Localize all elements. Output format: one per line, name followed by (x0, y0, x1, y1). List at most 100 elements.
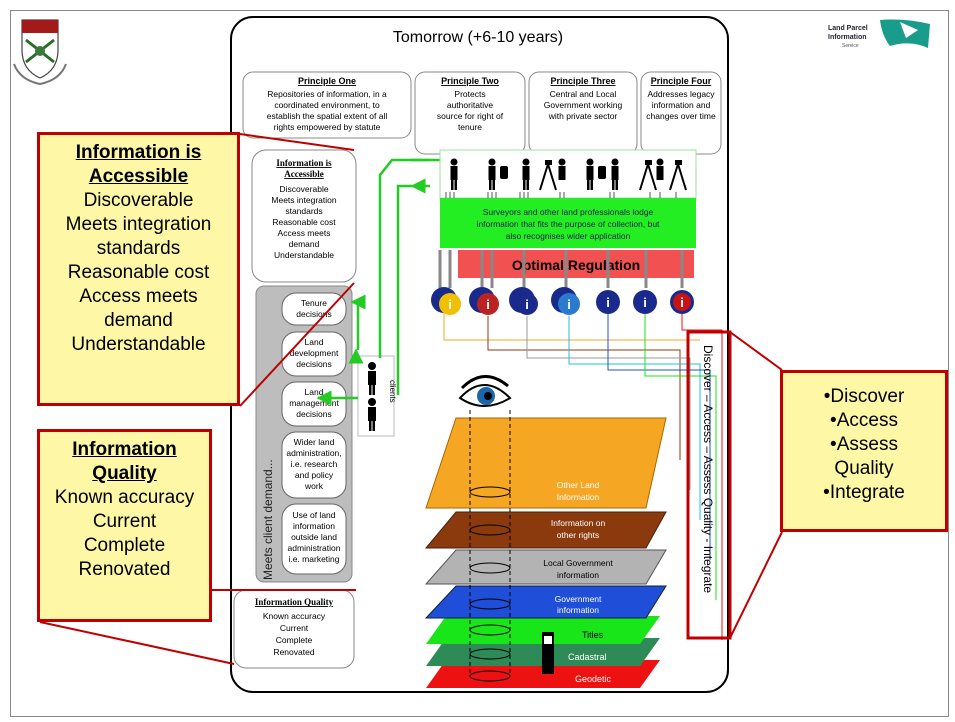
callout-process-line: •Access (830, 410, 898, 431)
svg-text:decisions: decisions (296, 309, 331, 319)
principle-two-title: Principle Two (441, 76, 499, 86)
svg-text:Information Quality: Information Quality (255, 597, 334, 607)
svg-text:Local Government: Local Government (543, 558, 613, 568)
principle-one-title: Principle One (298, 76, 356, 86)
principle-two-line: source for right of (437, 111, 504, 121)
green-arrows (316, 158, 440, 406)
principles-row: Principle One Repositories of informatio… (242, 71, 722, 155)
svg-text:Current: Current (280, 623, 309, 633)
principle-three-line: Government working (544, 100, 623, 110)
svg-text:demand: demand (289, 239, 320, 249)
callout-accessible-line: demand (104, 310, 173, 331)
small-quality-box: Information Quality Known accuracy Curre… (233, 589, 355, 669)
lpis-logo-line-1: Land Parcel (828, 25, 868, 32)
svg-text:standards: standards (285, 206, 322, 216)
principle-two-line: authoritative (447, 100, 494, 110)
svg-text:Discoverable: Discoverable (279, 184, 328, 194)
clients-box: clients (357, 355, 397, 437)
principle-one-line: rights empowered by statute (274, 122, 381, 132)
svg-text:Accessible: Accessible (284, 169, 324, 179)
callout-process-line: •Discover (823, 386, 905, 407)
callout-accessible-title: Accessible (88, 166, 189, 187)
svg-text:Tenure: Tenure (301, 298, 327, 308)
principle-two-line: tenure (458, 122, 482, 132)
principle-one-line: establish the spatial extent of all (267, 111, 388, 121)
principle-four-title: Principle Four (651, 76, 712, 86)
info-icon: i (596, 290, 620, 314)
info-icons: i i i i i i i (431, 287, 694, 315)
svg-text:i: i (448, 297, 452, 312)
layer-other-rights (424, 511, 667, 549)
callout-process-line: Quality (834, 458, 894, 479)
page-title: Tomorrow (+6-10 years) (393, 29, 563, 46)
principle-two-line: Protects (454, 89, 485, 99)
surveyors-text: information that fits the purpose of col… (477, 219, 660, 229)
principle-four-line: Addresses legacy (647, 89, 715, 99)
svg-text:Access meets: Access meets (278, 228, 331, 238)
surveyors-text: also recognises wider application (506, 231, 631, 241)
svg-text:Titles: Titles (582, 630, 604, 640)
svg-text:Use of land: Use of land (293, 510, 336, 520)
callout-accessible-line: Discoverable (83, 190, 194, 211)
info-icon: i (469, 287, 499, 315)
callout-quality-line: Complete (83, 535, 166, 556)
callout-accessible-title: Information is (75, 142, 202, 163)
process-vertical-label: Discover – Access – Assess Quality - Int… (701, 345, 715, 593)
down-arrows (438, 250, 684, 288)
svg-text:Cadastral: Cadastral (568, 652, 607, 662)
svg-text:i: i (525, 297, 529, 312)
callout-leaders (39, 133, 783, 665)
svg-text:i: i (643, 295, 647, 310)
lpis-logo-line-2: Information (828, 34, 867, 41)
info-icon: i (509, 287, 538, 315)
lpis-logo: Land Parcel Information Service (820, 16, 930, 52)
decisions-side-label: Meets client demand... (261, 459, 275, 580)
upload-arrows (445, 192, 677, 198)
layer-stack: Geodetic Cadastral Titles Government inf… (424, 410, 667, 688)
optimal-regulation-label: Optimal Regulation (512, 257, 640, 273)
layer-other-land (425, 417, 667, 509)
svg-text:decisions: decisions (296, 359, 331, 369)
svg-text:i: i (606, 295, 610, 310)
callout-process-line: •Integrate (823, 482, 905, 503)
svg-text:management: management (289, 398, 339, 408)
principle-three-line: Central and Local (550, 89, 617, 99)
svg-text:i: i (680, 295, 684, 310)
svg-text:administration: administration (288, 543, 341, 553)
layer-local-government (424, 549, 667, 585)
callout-accessible-line: Meets integration (65, 214, 212, 235)
svg-text:Information on: Information on (551, 518, 606, 528)
svg-text:Geodetic: Geodetic (575, 674, 612, 684)
slide-border (10, 10, 949, 717)
svg-text:Land: Land (305, 337, 324, 347)
callout-information-accessible: Information is Accessible Discoverable M… (37, 132, 240, 406)
svg-text:i.e. research: i.e. research (291, 459, 338, 469)
callout-accessible-line: Understandable (71, 334, 206, 355)
svg-text:Meets integration: Meets integration (271, 195, 336, 205)
lpis-logo-line-3: Service (842, 43, 859, 49)
layer-government (424, 585, 667, 619)
svg-text:information: information (293, 521, 335, 531)
callout-quality-title: Information (72, 439, 177, 460)
svg-text:Reasonable cost: Reasonable cost (272, 217, 336, 227)
svg-text:outside land: outside land (291, 532, 337, 542)
principle-one-line: coordinated environment, to (274, 100, 380, 110)
optimal-regulation-bar (458, 250, 694, 278)
svg-text:information: information (557, 570, 599, 580)
callout-quality-line: Known accuracy (54, 487, 195, 508)
eye-icon (458, 375, 512, 407)
callout-quality-title: Quality (92, 463, 157, 484)
callout-process: •Discover •Access •Assess Quality •Integ… (780, 370, 948, 532)
svg-text:i.e. marketing: i.e. marketing (288, 554, 339, 564)
info-icon: i (633, 290, 657, 314)
layer-titles (426, 616, 660, 644)
principle-four-line: changes over time (646, 111, 716, 121)
info-icon: i (670, 290, 694, 314)
callout-quality-line: Renovated (78, 559, 171, 580)
crest-logo (13, 19, 67, 86)
surveyor-figures (450, 158, 687, 191)
svg-text:information: information (557, 605, 599, 615)
callout-accessible-line: Reasonable cost (67, 262, 210, 283)
decisions-column: Meets client demand... Tenure decisions … (255, 285, 353, 583)
